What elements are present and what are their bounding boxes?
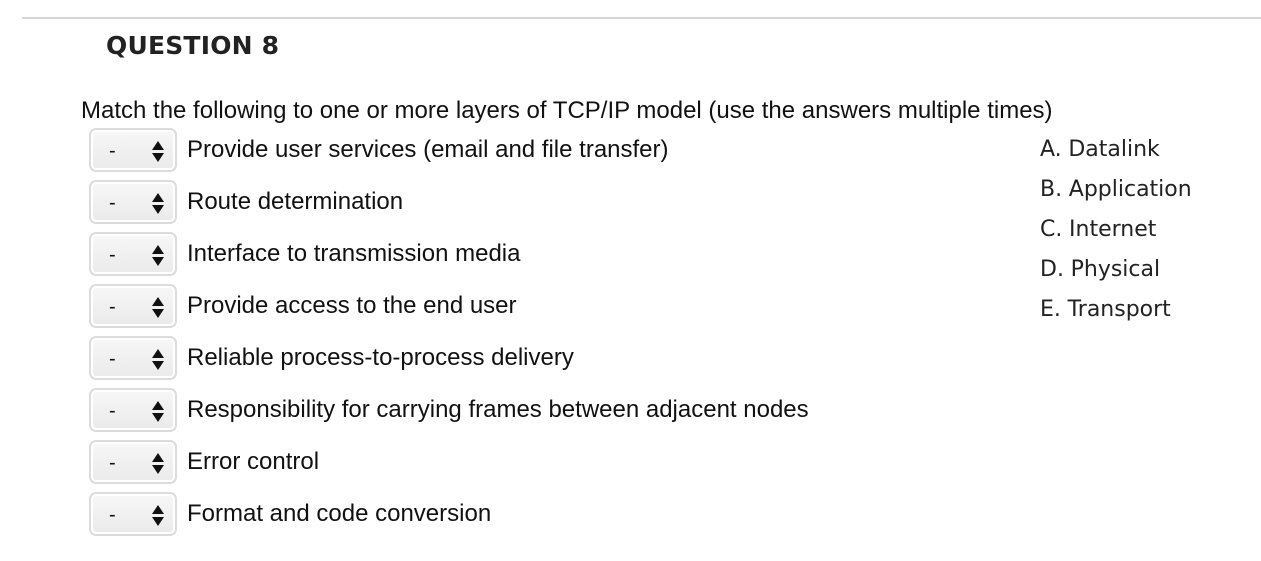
item-label: Reliable process-to-process delivery xyxy=(187,344,574,371)
up-down-arrows-icon xyxy=(152,297,164,319)
up-down-arrows-icon xyxy=(152,245,164,267)
question-title: QUESTION 8 xyxy=(106,31,280,60)
matching-row: - Provide user services (email and file … xyxy=(88,126,988,174)
answer-text: Internet xyxy=(1069,217,1157,242)
up-down-arrows-icon xyxy=(152,401,164,423)
item-label: Route determination xyxy=(187,188,404,215)
matching-row: - Provide access to the end user xyxy=(88,282,988,330)
item-label: Provide user services (email and file tr… xyxy=(187,136,669,163)
select-value: - xyxy=(109,348,116,370)
answer-select-5[interactable]: - xyxy=(89,336,177,380)
answer-letter: A. xyxy=(1040,137,1062,162)
item-label: Provide access to the end user xyxy=(187,292,517,319)
answer-text: Application xyxy=(1068,177,1192,202)
up-down-arrows-icon xyxy=(152,453,164,475)
answer-select-4[interactable]: - xyxy=(89,284,177,328)
up-down-arrows-icon xyxy=(152,141,164,163)
answer-text: Datalink xyxy=(1068,137,1160,162)
select-value: - xyxy=(109,192,116,214)
select-value: - xyxy=(109,452,116,474)
answer-letter: D. xyxy=(1040,257,1064,282)
answer-letter: B. xyxy=(1040,177,1063,202)
answer-option: E. Transport xyxy=(1040,295,1192,335)
matching-row: - Route determination xyxy=(88,178,988,226)
matching-row: - Error control xyxy=(88,438,988,486)
top-divider xyxy=(22,17,1261,19)
answer-select-2[interactable]: - xyxy=(89,180,177,224)
select-value: - xyxy=(109,504,116,526)
answer-option: A. Datalink xyxy=(1040,135,1192,175)
matching-row: - Responsibility for carrying frames bet… xyxy=(88,386,988,434)
matching-row: - Interface to transmission media xyxy=(88,230,988,278)
up-down-arrows-icon xyxy=(152,193,164,215)
select-value: - xyxy=(109,140,116,162)
up-down-arrows-icon xyxy=(152,505,164,527)
answer-select-7[interactable]: - xyxy=(89,440,177,484)
answer-letter: E. xyxy=(1040,297,1061,322)
answer-letter: C. xyxy=(1040,217,1063,242)
item-label: Format and code conversion xyxy=(187,500,492,527)
select-value: - xyxy=(109,296,116,318)
item-label: Responsibility for carrying frames betwe… xyxy=(187,396,809,423)
answer-select-6[interactable]: - xyxy=(89,388,177,432)
answer-option: C. Internet xyxy=(1040,215,1192,255)
matching-row: - Format and code conversion xyxy=(88,490,988,538)
select-value: - xyxy=(109,400,116,422)
matching-row: - Reliable process-to-process delivery xyxy=(88,334,988,382)
item-label: Error control xyxy=(187,448,320,475)
answer-select-3[interactable]: - xyxy=(89,232,177,276)
select-value: - xyxy=(109,244,116,266)
answer-select-1[interactable]: - xyxy=(89,128,177,172)
answer-text: Transport xyxy=(1067,297,1171,322)
answer-select-8[interactable]: - xyxy=(89,492,177,536)
answer-option: B. Application xyxy=(1040,175,1192,215)
up-down-arrows-icon xyxy=(152,349,164,371)
question-instruction: Match the following to one or more layer… xyxy=(81,97,1053,124)
answer-list: A. Datalink B. Application C. Internet D… xyxy=(1040,135,1192,335)
answer-text: Physical xyxy=(1070,257,1161,282)
answer-option: D. Physical xyxy=(1040,255,1192,295)
item-label: Interface to transmission media xyxy=(187,240,521,267)
